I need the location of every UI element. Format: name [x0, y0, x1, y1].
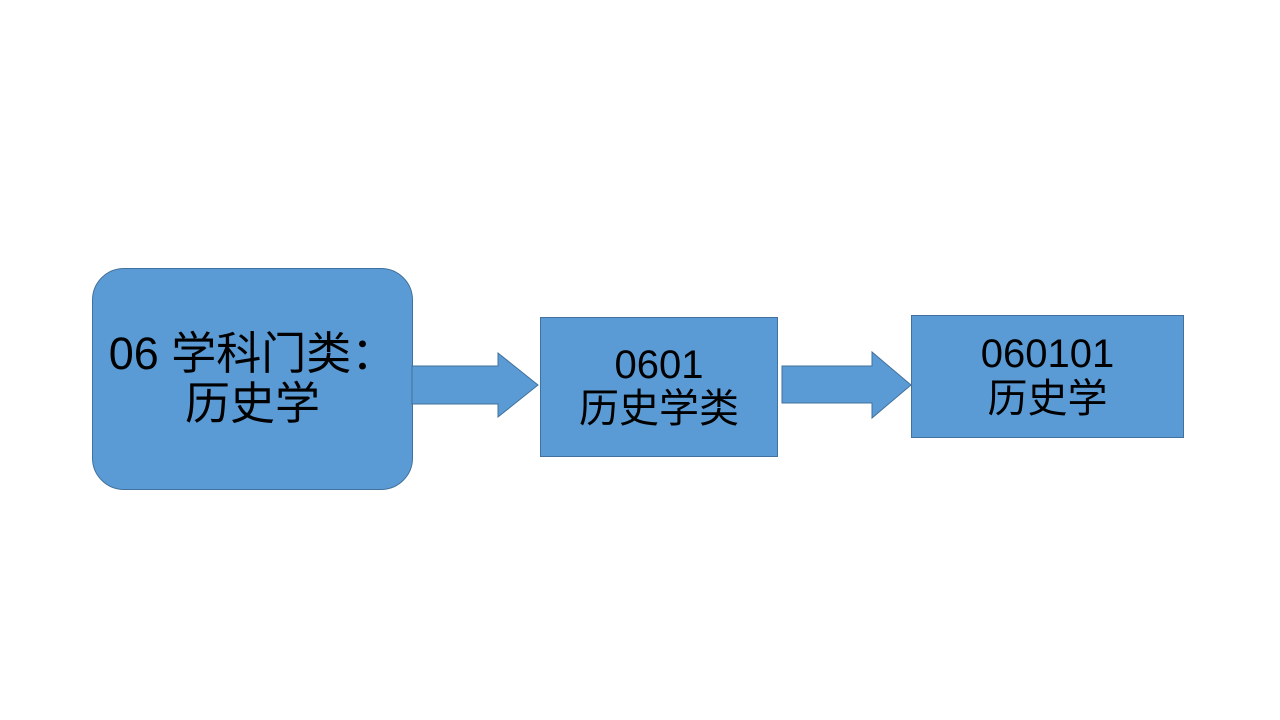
arrow-right-category-to-class [410, 351, 540, 419]
node-major[interactable]: 060101 历史学 [911, 315, 1184, 438]
node-discipline-category[interactable]: 06 学科门类： 历史学 [92, 268, 413, 490]
node-major-line-2: 历史学 [987, 376, 1108, 421]
arrow-right-icon [411, 351, 539, 419]
node-discipline-category-line-1: 06 学科门类： [108, 328, 397, 380]
node-major-class-line-2: 历史学类 [579, 387, 739, 431]
arrow-right-icon [781, 350, 912, 420]
arrow-right-class-to-major [780, 350, 913, 420]
node-major-line-1: 060101 [980, 332, 1115, 377]
node-major-class[interactable]: 0601 历史学类 [540, 317, 778, 457]
node-major-class-line-1: 0601 [614, 342, 704, 387]
node-discipline-category-line-2: 历史学 [184, 378, 320, 429]
